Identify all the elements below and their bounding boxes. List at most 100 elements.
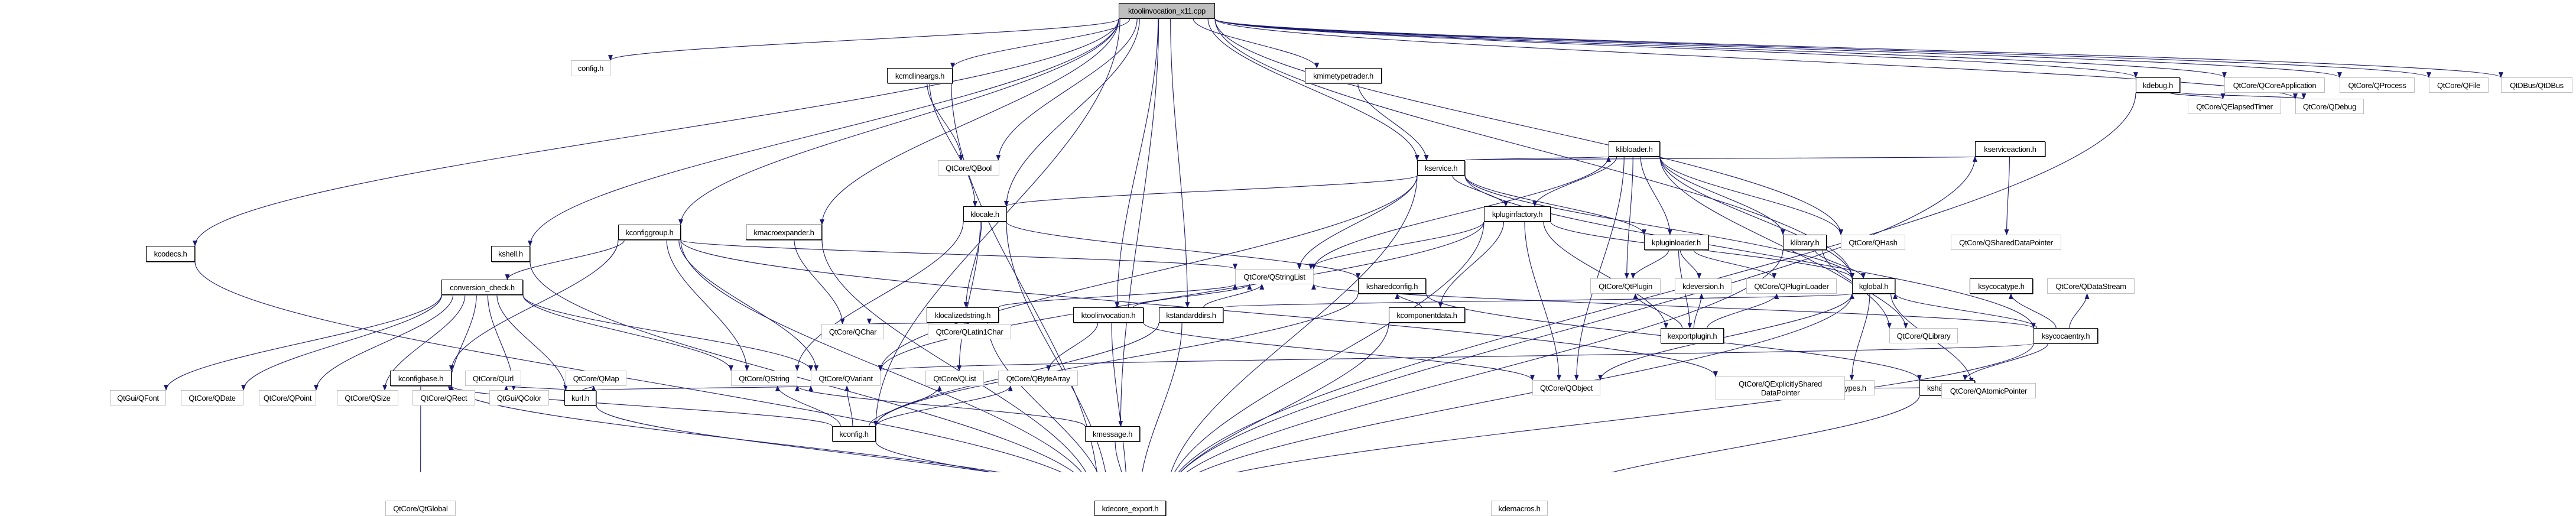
edge-root-to-kglobal — [1215, 19, 1852, 278]
node-qdebug[interactable]: QtCore/QDebug — [2295, 99, 2364, 114]
node-kserviceaction[interactable]: kserviceaction.h — [1975, 141, 2045, 157]
edge-kservice-to-kglobal — [1465, 176, 1852, 278]
node-kcodecs[interactable]: kcodecs.h — [146, 246, 195, 262]
edge-kserviceaction-to-kdecore-export — [1166, 157, 1975, 472]
edge-kcomponentdata-to-ksharedconfig — [1397, 294, 1421, 307]
edge-kdebug-to-qelapsedtimer — [2169, 93, 2223, 99]
edge-root-to-kservice — [1208, 19, 1417, 160]
node-kmessage[interactable]: kmessage.h — [1085, 426, 1140, 442]
node-qtglobal[interactable]: QtCore/QtGlobal — [385, 501, 456, 516]
edge-kcmdlineargs-to-qbool — [927, 83, 961, 160]
node-conversion-check[interactable]: conversion_check.h — [441, 280, 523, 295]
edge-kconfiggroup-to-qvariant — [679, 240, 816, 371]
node-root[interactable]: ktoolinvocation_x11.cpp — [1119, 3, 1215, 19]
node-qvariant[interactable]: QtCore/QVariant — [811, 371, 881, 386]
node-config[interactable]: config.h — [571, 60, 610, 76]
edge-kconfig-to-kdecore-export — [876, 442, 1094, 472]
node-qchar[interactable]: QtCore/QChar — [821, 324, 884, 339]
node-kdemacros[interactable]: kdemacros.h — [1491, 501, 1548, 516]
edge-kmacroexpander-to-qchar — [794, 240, 843, 324]
node-qlibrary[interactable]: QtCore/QLibrary — [1889, 328, 1958, 343]
node-qelapsedtimer[interactable]: QtCore/QElapsedTimer — [2188, 99, 2281, 114]
edge-kstandarddirs-to-kdecore-export — [1139, 323, 1182, 472]
node-kexportplugin[interactable]: kexportplugin.h — [1661, 328, 1724, 343]
edge-root-to-klocale — [1006, 19, 1139, 206]
include-dependency-graph: ktoolinvocation_x11.cpp config.h kcodecs.h… — [0, 0, 2576, 472]
node-qstring[interactable]: QtCore/QString — [731, 371, 797, 386]
edge-kurl-to-qurl — [506, 386, 567, 390]
node-qlist[interactable]: QtCore/QList — [925, 371, 984, 386]
edge-root-to-qprocess — [1215, 19, 2340, 77]
node-qatomicpointer[interactable]: QtCore/QAtomicPointer — [1941, 383, 2036, 398]
edge-kmimetypetrader-to-kservice — [1358, 83, 1427, 160]
edge-kmessage-to-qstring — [797, 386, 1085, 426]
node-ksycocatype[interactable]: ksycocatype.h — [1970, 278, 2033, 294]
node-kdebug[interactable]: kdebug.h — [2136, 77, 2180, 93]
node-qexplicitlyshared[interactable]: QtCore/QExplicitlyShared DataPointer — [1716, 377, 1845, 400]
edge-kconfig-to-qlist — [869, 386, 940, 426]
edge-kservice-to-ksycocaentry — [1465, 176, 2033, 328]
edge-ksycocaentry-to-kglobal — [1895, 294, 2037, 328]
node-kcmdlineargs[interactable]: kcmdlineargs.h — [887, 68, 953, 83]
node-qdate[interactable]: QtCore/QDate — [181, 390, 243, 405]
node-qsize[interactable]: QtCore/QSize — [337, 390, 398, 405]
node-qprocess[interactable]: QtCore/QProcess — [2340, 77, 2415, 93]
node-qmap[interactable]: QtCore/QMap — [566, 371, 626, 386]
node-ksharedconfig[interactable]: ksharedconfig.h — [1358, 278, 1426, 294]
node-qhash[interactable]: QtCore/QHash — [1841, 235, 1905, 250]
edge-klibloader-to-kglobal — [1660, 157, 1852, 278]
node-qcoreapplication[interactable]: QtCore/QCoreApplication — [2224, 77, 2325, 93]
node-kmacroexpander[interactable]: kmacroexpander.h — [746, 225, 822, 240]
node-kservice[interactable]: kservice.h — [1417, 160, 1465, 176]
node-qshareddatapointer[interactable]: QtCore/QSharedDataPointer — [1951, 235, 2061, 250]
node-qbytearray[interactable]: QtCore/QByteArray — [998, 371, 1078, 386]
node-qfont[interactable]: QtGui/QFont — [110, 390, 166, 405]
node-kstandarddirs[interactable]: kstandarddirs.h — [1159, 307, 1223, 323]
node-ktoolinvocation[interactable]: ktoolinvocation.h — [1073, 307, 1144, 323]
edge-root-to-kstandarddirs — [1171, 19, 1188, 307]
edge-conversion-check-to-qstring — [523, 295, 731, 371]
node-kcomponentdata[interactable]: kcomponentdata.h — [1389, 307, 1465, 323]
edge-ktoolinvocation-to-qobject — [1144, 323, 1532, 380]
node-qcolor[interactable]: QtGui/QColor — [489, 390, 549, 405]
node-kmimetypetrader[interactable]: kmimetypetrader.h — [1305, 68, 1382, 83]
edge-kservice-to-klocale — [1006, 176, 1417, 206]
edge-kconfiggroup-to-kconfigbase — [451, 240, 618, 371]
node-kpluginfactory[interactable]: kpluginfactory.h — [1484, 206, 1551, 222]
node-klibloader[interactable]: klibloader.h — [1609, 141, 1660, 157]
node-qdbus[interactable]: QtDBus/QtDBus — [2501, 77, 2572, 93]
node-qstringlist[interactable]: QtCore/QStringList — [1235, 269, 1314, 284]
node-kglobal[interactable]: kglobal.h — [1852, 278, 1895, 294]
node-klocale[interactable]: klocale.h — [963, 206, 1006, 222]
edge-root-to-kmessage — [1120, 19, 1158, 426]
node-qlatin1char[interactable]: QtCore/QLatin1Char — [928, 324, 1011, 339]
edge-kglobal-to-systypes — [1852, 294, 1870, 380]
edge-ksycocaentry-to-ksycocatype — [2011, 294, 2056, 328]
node-qdatastream[interactable]: QtCore/QDataStream — [2047, 278, 2135, 294]
node-qtplugin[interactable]: QtCore/QtPlugin — [1590, 278, 1661, 294]
edge-kshell-to-kdecore-export — [530, 262, 1094, 472]
node-qobject[interactable]: QtCore/QObject — [1532, 380, 1600, 395]
node-kdecore-export[interactable]: kdecore_export.h — [1094, 501, 1166, 516]
node-kshell[interactable]: kshell.h — [491, 246, 530, 262]
edge-root-to-config — [610, 19, 1119, 60]
node-qpluginloader[interactable]: QtCore/QPluginLoader — [1746, 278, 1837, 294]
node-qurl[interactable]: QtCore/QUrl — [465, 371, 521, 386]
node-qbool[interactable]: QtCore/QBool — [938, 160, 999, 176]
edge-klocalizedstring-to-kdecore-export — [988, 323, 1105, 472]
node-klocalizedstring[interactable]: klocalizedstring.h — [927, 307, 999, 323]
node-kdeversion[interactable]: kdeversion.h — [1675, 278, 1732, 294]
node-kconfigbase[interactable]: kconfigbase.h — [390, 371, 451, 386]
node-ksycocaentry[interactable]: ksycocaentry.h — [2033, 328, 2098, 343]
node-klibrary[interactable]: klibrary.h — [1783, 235, 1827, 250]
node-qfile[interactable]: QtCore/QFile — [2429, 77, 2489, 93]
node-kpluginloader[interactable]: kpluginloader.h — [1644, 235, 1708, 250]
node-qrect[interactable]: QtCore/QRect — [412, 390, 475, 405]
node-kconfiggroup[interactable]: kconfiggroup.h — [618, 225, 681, 240]
node-qpoint[interactable]: QtCore/QPoint — [259, 390, 316, 405]
edge-root-to-kshell — [530, 19, 1119, 246]
edge-klibloader-to-qobject — [1577, 157, 1625, 380]
edge-kpluginloader-to-qtplugin — [1633, 250, 1668, 278]
node-kconfig[interactable]: kconfig.h — [832, 426, 876, 442]
node-kurl[interactable]: kurl.h — [564, 390, 596, 405]
